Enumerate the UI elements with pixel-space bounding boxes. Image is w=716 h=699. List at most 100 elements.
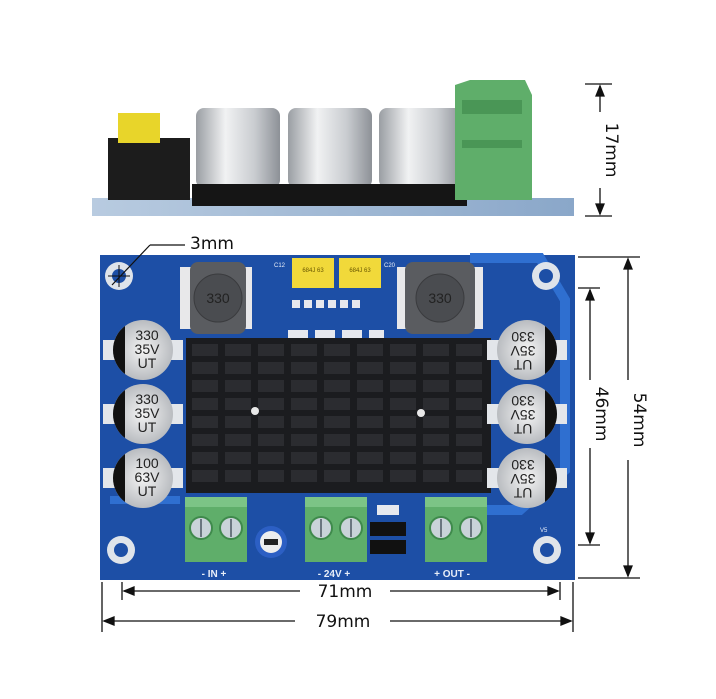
capacitor-label: UT bbox=[138, 355, 157, 371]
heatsink-fin bbox=[456, 416, 482, 428]
side-view: 17mm bbox=[92, 80, 621, 217]
dimension-46mm bbox=[578, 287, 600, 546]
silk-v5: V5 bbox=[540, 528, 548, 534]
dimension-71mm bbox=[121, 582, 561, 600]
heatsink-fin bbox=[324, 362, 350, 374]
heatsink-fin bbox=[324, 452, 350, 464]
heatsink-fin bbox=[192, 362, 218, 374]
top-view: 330 330 684J 63 684J 63 C12 C20 bbox=[100, 234, 649, 632]
dimension-79mm bbox=[101, 582, 574, 632]
heatsink-fin bbox=[390, 452, 416, 464]
trimmer-potentiometer[interactable] bbox=[255, 526, 287, 558]
heatsink-fin bbox=[390, 398, 416, 410]
side-capacitor bbox=[375, 108, 467, 206]
heatsink-fin bbox=[291, 434, 317, 446]
heatsink-fin bbox=[192, 470, 218, 482]
heatsink-fin bbox=[258, 362, 284, 374]
heatsink-fin bbox=[456, 452, 482, 464]
capacitor-label: 35V bbox=[135, 405, 161, 421]
capacitor-label: 35V bbox=[510, 343, 536, 359]
heatsink-fin bbox=[357, 470, 383, 482]
screw-terminal-block[interactable] bbox=[305, 497, 367, 562]
heatsink-screw-hole bbox=[251, 407, 259, 415]
heatsink-fin bbox=[456, 434, 482, 446]
heatsink-fin bbox=[357, 380, 383, 392]
capacitor-label: UT bbox=[513, 421, 532, 437]
capacitor-label: 35V bbox=[135, 341, 161, 357]
heatsink-fin bbox=[291, 452, 317, 464]
heatsink-fin bbox=[456, 470, 482, 482]
heatsink-screw-hole bbox=[417, 409, 425, 417]
heatsink-fin bbox=[357, 362, 383, 374]
dc-jack bbox=[108, 138, 190, 200]
heatsink-fin bbox=[192, 416, 218, 428]
heatsink-fin bbox=[456, 344, 482, 356]
heatsink-fin bbox=[390, 434, 416, 446]
silk-c12: C12 bbox=[274, 263, 286, 269]
heatsink-fin bbox=[225, 434, 251, 446]
dimension-17mm-label: 17mm bbox=[601, 123, 621, 178]
inductor-label: 330 bbox=[428, 290, 452, 306]
dimension-54mm bbox=[578, 256, 640, 579]
capacitor-label: UT bbox=[513, 485, 532, 501]
capacitor-label: 330 bbox=[135, 327, 159, 343]
heatsink-fin bbox=[423, 362, 449, 374]
screw-terminal-block[interactable] bbox=[425, 497, 487, 562]
heatsink-fin bbox=[258, 380, 284, 392]
heatsink-fin bbox=[423, 416, 449, 428]
heatsink-fin bbox=[225, 398, 251, 410]
capacitor-label: 63V bbox=[135, 469, 161, 485]
heatsink-fin bbox=[258, 344, 284, 356]
film-cap-label: 684J 63 bbox=[302, 268, 324, 274]
capacitor-label: 35V bbox=[510, 471, 536, 487]
heatsink-fin bbox=[291, 398, 317, 410]
capacitor-label: UT bbox=[513, 357, 532, 373]
heatsink-fin bbox=[357, 398, 383, 410]
heatsink-fin bbox=[324, 416, 350, 428]
yellow-component bbox=[118, 113, 160, 143]
heatsink-fin bbox=[456, 398, 482, 410]
heatsink-fin bbox=[192, 452, 218, 464]
side-capacitor bbox=[284, 108, 376, 206]
heatsink-fin bbox=[357, 416, 383, 428]
capacitor-label: UT bbox=[138, 419, 157, 435]
side-terminal-block bbox=[455, 80, 532, 200]
heatsink-fin bbox=[423, 344, 449, 356]
heatsink-fin bbox=[324, 470, 350, 482]
inductor: 330 bbox=[397, 262, 483, 334]
heatsink-fin bbox=[225, 362, 251, 374]
screw-terminal-block[interactable] bbox=[185, 497, 247, 562]
heatsink-fin bbox=[357, 434, 383, 446]
inductor: 330 bbox=[180, 262, 252, 334]
heatsink-fin bbox=[456, 362, 482, 374]
heatsink-fin bbox=[324, 344, 350, 356]
heatsink-fin bbox=[258, 434, 284, 446]
dimension-71mm-label: 71mm bbox=[318, 582, 373, 602]
heatsink-fin bbox=[423, 452, 449, 464]
heatsink-fin bbox=[258, 470, 284, 482]
heatsink bbox=[186, 338, 491, 493]
dimension-3mm-label: 3mm bbox=[190, 234, 234, 254]
heatsink-fin bbox=[423, 398, 449, 410]
side-capacitor bbox=[192, 108, 284, 206]
heatsink-fin bbox=[291, 362, 317, 374]
heatsink-fin bbox=[258, 452, 284, 464]
heatsink-fin bbox=[225, 470, 251, 482]
heatsink-fin bbox=[456, 380, 482, 392]
heatsink-fin bbox=[324, 398, 350, 410]
heatsink-fin bbox=[423, 434, 449, 446]
heatsink-fin bbox=[390, 416, 416, 428]
heatsink-fin bbox=[258, 398, 284, 410]
heatsink-fin bbox=[225, 416, 251, 428]
heatsink-fin bbox=[192, 434, 218, 446]
capacitor-label: 100 bbox=[135, 455, 159, 471]
heatsink-fin bbox=[192, 398, 218, 410]
dimension-17mm bbox=[585, 83, 612, 217]
mounting-hole bbox=[107, 536, 135, 564]
jumper-header bbox=[370, 505, 406, 554]
mounting-hole bbox=[532, 262, 560, 290]
